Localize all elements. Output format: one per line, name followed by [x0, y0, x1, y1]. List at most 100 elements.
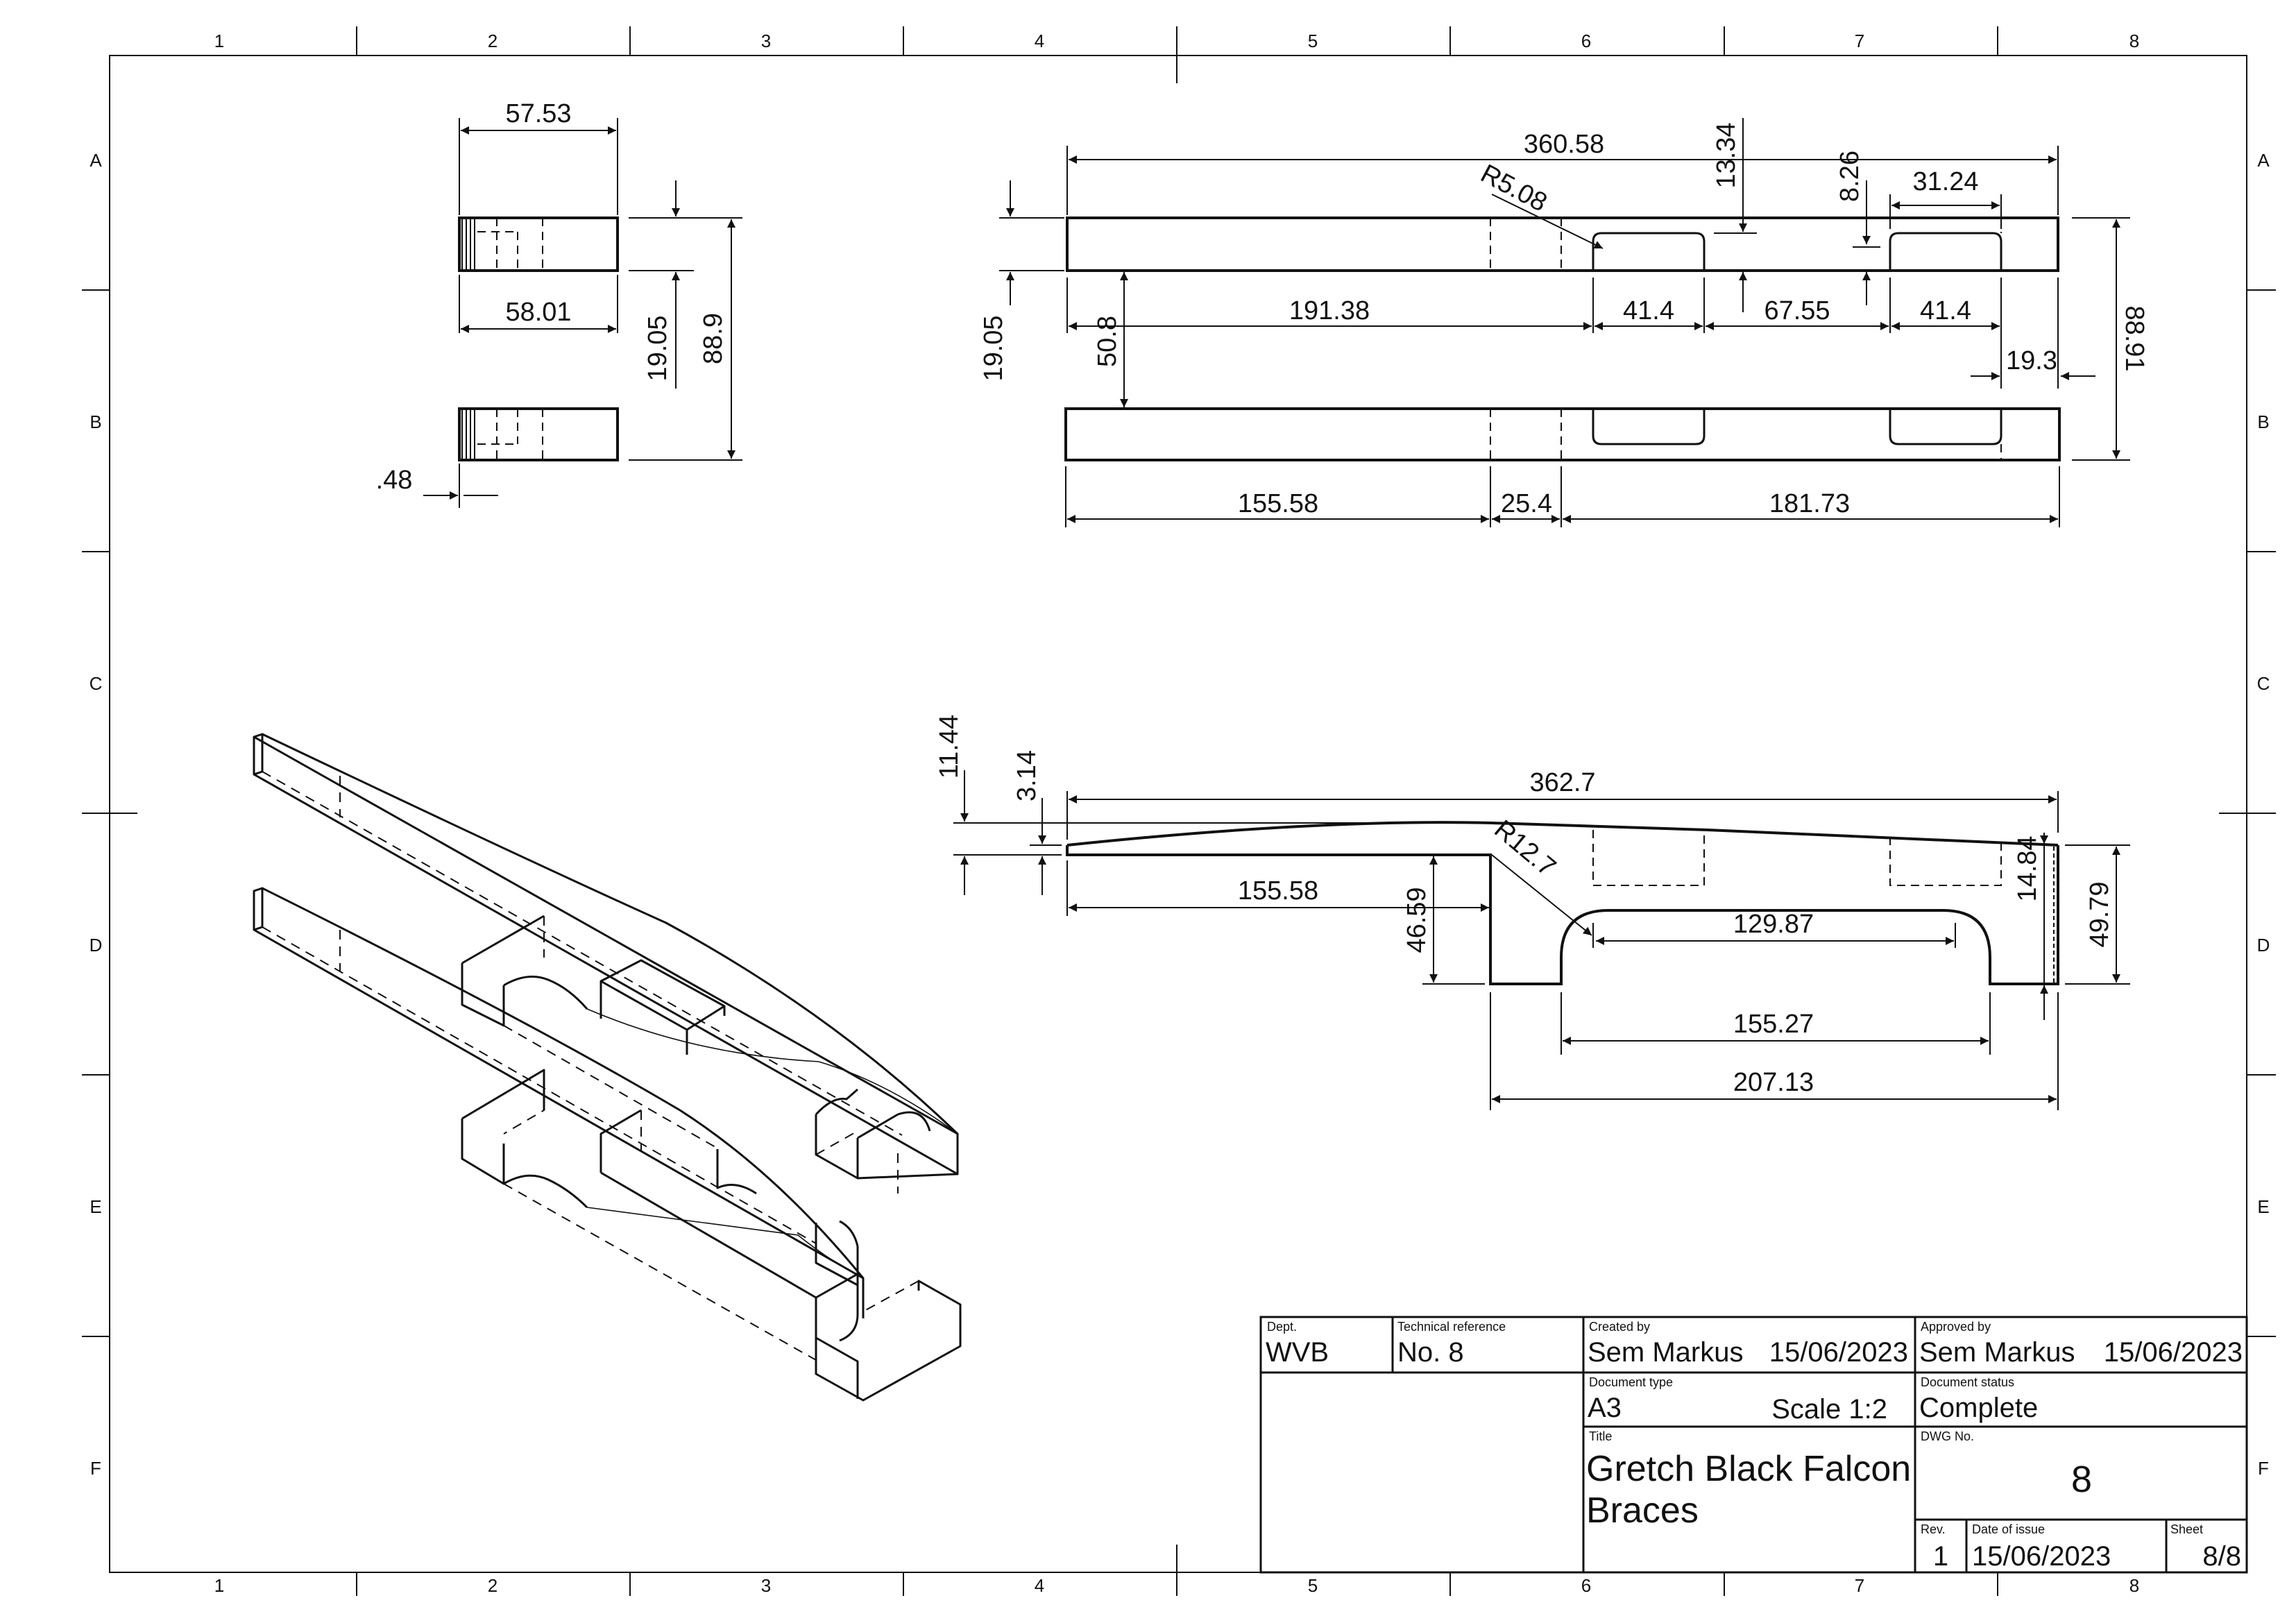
dim-14-84: 14.84 — [2013, 835, 2042, 901]
title-block — [1259, 1316, 2248, 1574]
dim-25-4: 25.4 — [1501, 489, 1552, 518]
dim-362-7: 362.7 — [1529, 768, 1595, 797]
dwg-number: 8 — [2071, 1459, 2092, 1500]
dim-19-05-side: 19.05 — [643, 315, 672, 381]
dim-207-13: 207.13 — [1733, 1068, 1814, 1097]
dim-129-87: 129.87 — [1733, 910, 1814, 939]
zone-col-4-top: 4 — [1035, 31, 1044, 51]
status-value: Complete — [1919, 1393, 2038, 1423]
rev-value: 1 — [1933, 1541, 1948, 1572]
dim-57-53: 57.53 — [505, 99, 571, 128]
zone-col-6-top: 6 — [1581, 31, 1591, 51]
zone-col-5-top: 5 — [1308, 31, 1318, 51]
dim-11-44: 11.44 — [935, 715, 964, 779]
title-line-1: Gretch Black Falcon — [1586, 1449, 1911, 1489]
zone-col-2-bottom: 2 — [488, 1575, 498, 1596]
zone-labels: 1 2 3 4 5 6 7 8 1 2 3 4 5 6 7 8 A B C D … — [90, 31, 2270, 1596]
front-view-dimensions — [953, 770, 2130, 1110]
dim-360-58: 360.58 — [1524, 130, 1604, 159]
top-view-dimensions — [999, 118, 2130, 527]
iso-brace-lower — [253, 887, 962, 1402]
dim-31-24: 31.24 — [1912, 167, 1978, 196]
zone-col-3-bottom: 3 — [761, 1575, 771, 1596]
approved-date: 15/06/2023 — [2104, 1337, 2243, 1368]
isometric-view — [253, 733, 962, 1402]
iso-brace-upper — [253, 733, 959, 1180]
dim-46-59: 46.59 — [1402, 887, 1431, 953]
zone-col-2-top: 2 — [488, 31, 498, 51]
zone-row-f-left: F — [90, 1458, 101, 1479]
dim-155-27: 155.27 — [1733, 1010, 1814, 1039]
dim-181-73: 181.73 — [1769, 489, 1850, 518]
zone-row-b-left: B — [90, 411, 101, 432]
dim-3-14: 3.14 — [1012, 750, 1041, 801]
zone-ticks — [82, 26, 2276, 1596]
sheet-label: Sheet — [2170, 1522, 2203, 1536]
iso-tangent-lines — [586, 1008, 958, 1279]
dim-155-58-top: 155.58 — [1238, 489, 1318, 518]
rev-label: Rev. — [1921, 1522, 1946, 1536]
zone-row-c-right: C — [2257, 673, 2270, 694]
approved-label: Approved by — [1921, 1320, 1991, 1334]
side-view — [458, 216, 619, 461]
zone-col-7-top: 7 — [1855, 31, 1864, 51]
zone-col-5-bottom: 5 — [1308, 1575, 1318, 1596]
dwg-label: DWG No. — [1921, 1429, 1974, 1443]
zone-row-b-right: B — [2257, 411, 2269, 432]
dim-19-05-top: 19.05 — [979, 315, 1008, 381]
zone-row-c-left: C — [90, 673, 103, 694]
dim-13-34: 13.34 — [1712, 122, 1741, 188]
dim-49-79: 49.79 — [2085, 881, 2114, 947]
doctype-label: Document type — [1589, 1375, 1673, 1389]
front-view — [1066, 821, 2059, 985]
zone-row-e-right: E — [2257, 1196, 2269, 1217]
dim-41-4-right: 41.4 — [1920, 296, 1971, 325]
dim-0-48: .48 — [376, 466, 413, 495]
dim-88-9: 88.9 — [699, 313, 728, 364]
techref-label: Technical reference — [1397, 1320, 1506, 1334]
zone-col-1-bottom: 1 — [214, 1575, 224, 1596]
dim-155-58-front: 155.58 — [1238, 876, 1318, 906]
zone-col-4-bottom: 4 — [1035, 1575, 1044, 1596]
issue-date: 15/06/2023 — [1972, 1541, 2111, 1572]
zone-row-e-left: E — [90, 1196, 101, 1217]
dim-8-26: 8.26 — [1835, 151, 1864, 202]
top-view — [1064, 216, 2061, 461]
zone-row-f-right: F — [2258, 1458, 2269, 1479]
side-view-dim-text: 57.53 58.01 19.05 88.9 .48 — [376, 99, 728, 495]
side-view-dimensions — [423, 118, 742, 508]
doctype-value: A3 — [1588, 1393, 1622, 1423]
zone-row-d-left: D — [90, 935, 103, 955]
title-line-2: Braces — [1586, 1490, 1699, 1531]
zone-col-7-bottom: 7 — [1855, 1575, 1864, 1596]
title-block-text: Dept. WVB Technical reference No. 8 Crea… — [1266, 1320, 2243, 1572]
dim-41-4-left: 41.4 — [1623, 296, 1674, 325]
dim-67-55: 67.55 — [1764, 296, 1830, 325]
created-label: Created by — [1589, 1320, 1650, 1334]
issue-label: Date of issue — [1972, 1522, 2045, 1536]
dim-19-3: 19.3 — [2006, 346, 2057, 375]
zone-col-3-top: 3 — [761, 31, 771, 51]
sheet-value: 8/8 — [2202, 1541, 2241, 1572]
zone-col-8-bottom: 8 — [2129, 1575, 2139, 1596]
scale-value: Scale 1:2 — [1771, 1394, 1887, 1425]
dept-value: WVB — [1266, 1337, 1329, 1368]
dim-191-38: 191.38 — [1289, 296, 1370, 325]
front-view-dim-text: 11.44 3.14 362.7 R12.7 155.58 46.59 129.… — [935, 715, 2114, 1097]
approved-by: Sem Markus — [1919, 1337, 2075, 1368]
iso-hidden-lines — [262, 771, 919, 1399]
status-label: Document status — [1921, 1375, 2014, 1389]
dim-88-91: 88.91 — [2120, 305, 2149, 371]
techref-value: No. 8 — [1397, 1337, 1464, 1368]
created-date: 15/06/2023 — [1769, 1337, 1908, 1368]
zone-col-1-top: 1 — [214, 31, 224, 51]
dim-58-01: 58.01 — [505, 298, 571, 327]
created-by: Sem Markus — [1588, 1337, 1744, 1368]
zone-col-6-bottom: 6 — [1581, 1575, 1591, 1596]
dim-r5-08: R5.08 — [1476, 159, 1551, 218]
zone-row-a-right: A — [2257, 150, 2270, 171]
dim-50-8: 50.8 — [1093, 316, 1122, 367]
dept-label: Dept. — [1267, 1320, 1297, 1334]
zone-row-a-left: A — [90, 150, 102, 171]
